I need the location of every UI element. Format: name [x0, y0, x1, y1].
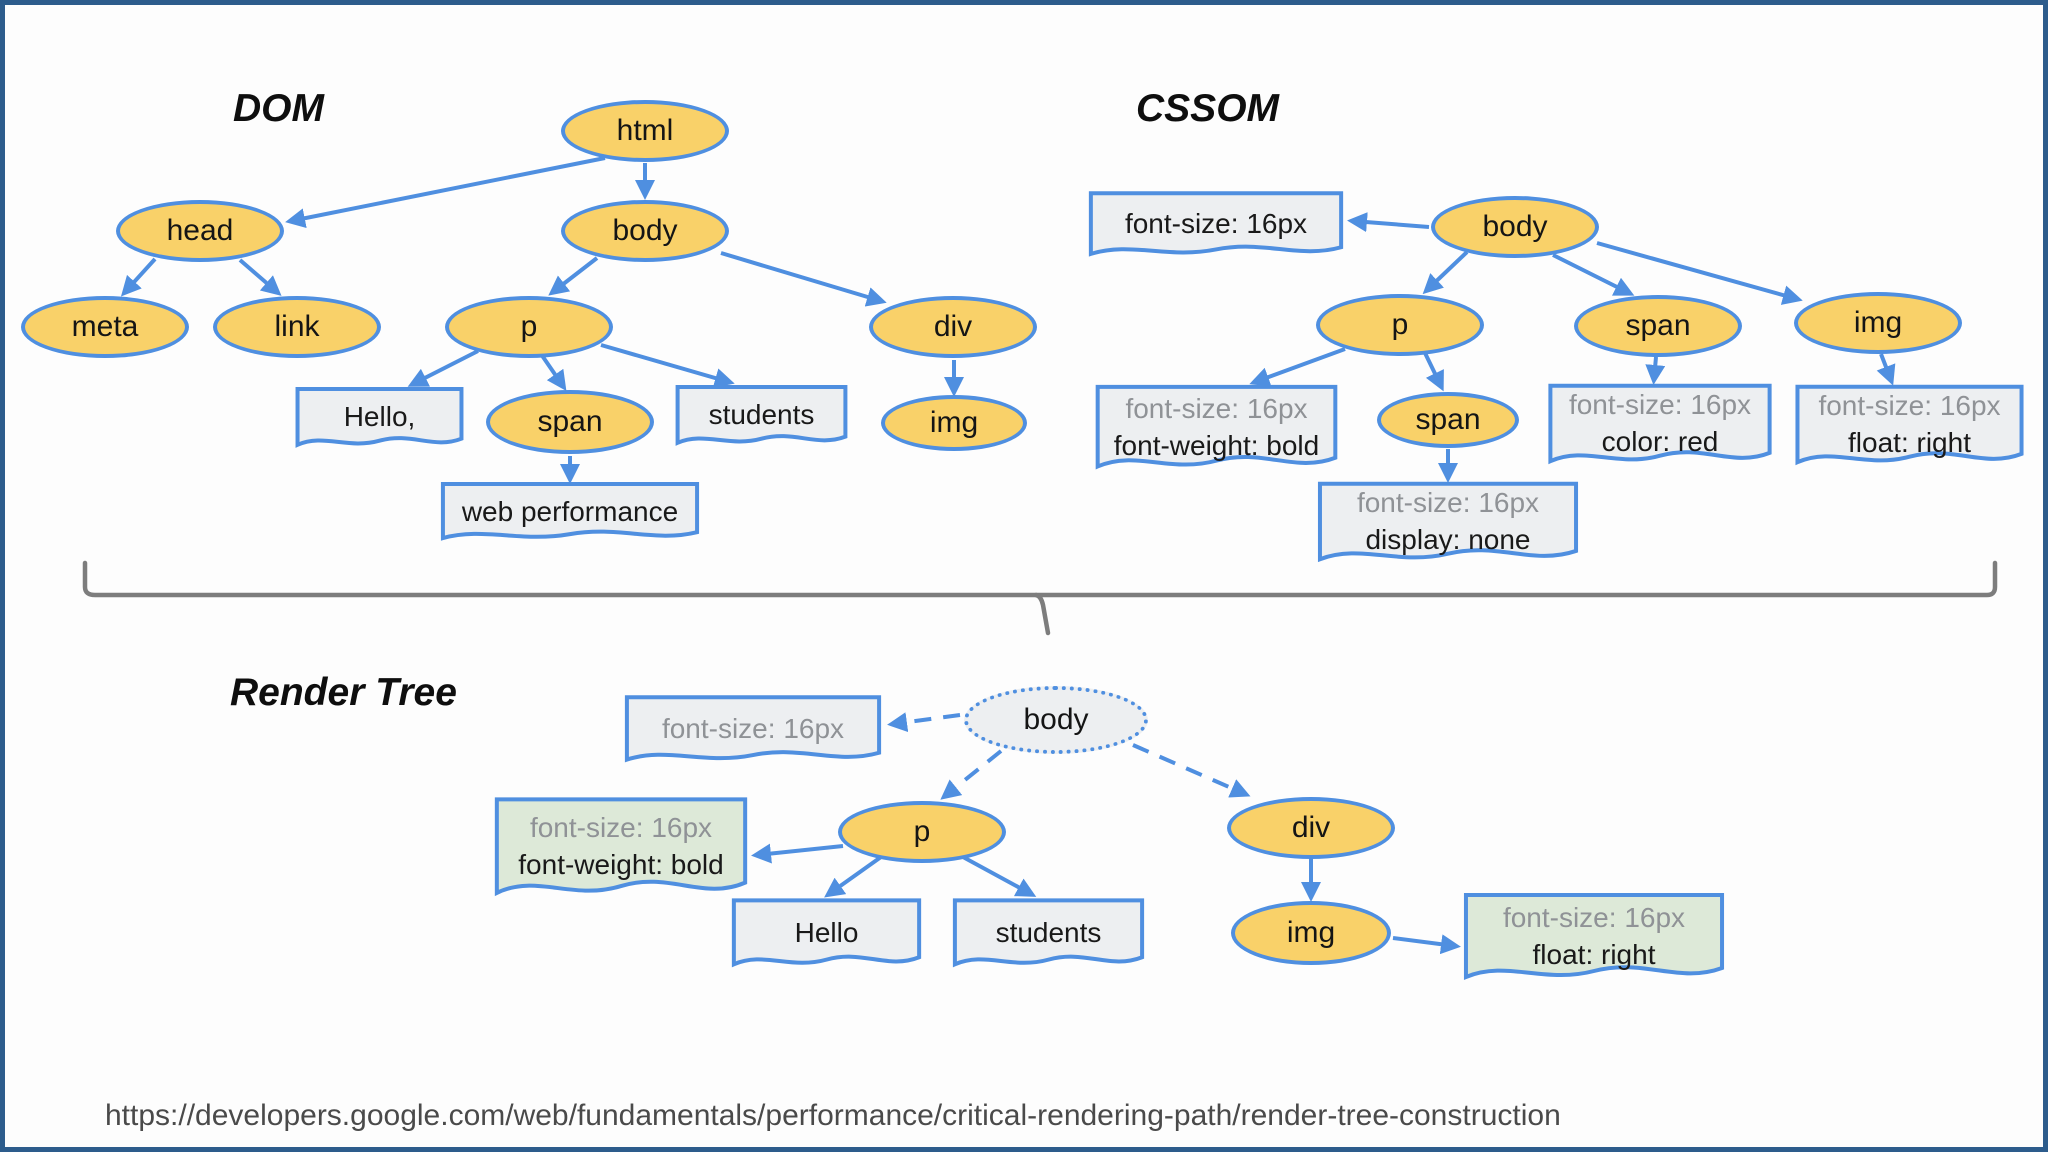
rule-line: float: right	[1532, 939, 1656, 970]
edge-cssom-p-rule	[1249, 347, 1346, 387]
rule-line: font-size: 16px	[1356, 487, 1540, 519]
dom-node-span: span	[486, 390, 654, 454]
note-shape	[1547, 383, 1773, 475]
edge-cssom-img-rule	[1876, 353, 1896, 386]
dom-node-p: p	[445, 296, 613, 358]
edge-p-span	[539, 352, 567, 391]
note-text: Hello	[794, 916, 859, 948]
render-rule-p: font-size: 16px font-weight: bold	[493, 796, 749, 910]
note-shape	[675, 385, 848, 453]
rule-line: font-size: 16px	[529, 812, 713, 844]
rule-line: font-size: 16px	[1818, 390, 2001, 422]
render-tree-title: Render Tree	[230, 671, 457, 714]
note-shape	[952, 898, 1145, 976]
dom-text-students: students	[675, 385, 848, 453]
edge-head-meta	[120, 257, 157, 297]
dom-node-body: body	[561, 200, 729, 262]
dom-node-meta: meta	[21, 296, 189, 358]
note-text: web performance	[461, 495, 679, 527]
dom-node-head: head	[116, 200, 284, 262]
edge-rt-img-rule	[1392, 934, 1461, 955]
render-node-body: body	[964, 686, 1148, 754]
cssom-rule-span-child: font-size: 16px display: none	[1316, 481, 1580, 573]
brace-tail	[1033, 592, 1051, 636]
rule-line: font-size: 16px	[1502, 902, 1686, 933]
edge-p-students	[600, 343, 735, 388]
render-rule-body: font-size: 16px	[623, 695, 883, 771]
cssom-node-p: p	[1316, 294, 1484, 356]
rule-line: font-size: 16px	[1568, 389, 1752, 421]
cssom-title: CSSOM	[1136, 87, 1280, 130]
edge-cssom-body-span	[1552, 253, 1635, 296]
cssom-node-span: span	[1574, 295, 1742, 357]
dom-text-web-performance: web performance	[439, 482, 701, 548]
edge-p-hello	[407, 349, 479, 387]
dom-node-img: img	[881, 395, 1027, 451]
note-shape	[623, 695, 883, 771]
cssom-rule-p: font-size: 16px font-weight: bold	[1094, 384, 1339, 481]
edge-rt-p-hello	[824, 855, 883, 898]
edge-cssom-body-img	[1596, 241, 1803, 305]
dom-node-link: link	[213, 296, 381, 358]
dom-node-div: div	[869, 296, 1037, 358]
note-shape	[439, 482, 701, 548]
cssom-rule-span: font-size: 16px color: red	[1547, 383, 1773, 475]
rule-line: font-size: 16px	[661, 712, 845, 744]
note-shape	[493, 796, 749, 910]
note-shape	[1094, 384, 1339, 481]
edge-rt-p-rule	[751, 843, 844, 864]
render-text-students: students	[952, 898, 1145, 976]
source-url: https://developers.google.com/web/fundam…	[105, 1099, 1561, 1132]
edge-body-div	[720, 251, 887, 307]
render-text-hello: Hello	[731, 898, 922, 976]
edge-rt-p-students	[962, 855, 1037, 897]
edge-cssom-p-spanchild	[1423, 352, 1444, 392]
note-shape	[731, 898, 922, 976]
rule-line: font-weight: bold	[518, 849, 724, 881]
cssom-node-img: img	[1794, 292, 1962, 354]
rule-line: display: none	[1365, 524, 1531, 556]
cssom-rule-body: font-size: 16px	[1087, 191, 1345, 265]
note-shape	[295, 387, 464, 455]
rule-line: font-size: 16px	[1124, 208, 1308, 240]
rule-line: float: right	[1848, 427, 1971, 459]
edge-rt-body-div	[1132, 743, 1251, 798]
note-shape	[1794, 384, 2025, 476]
render-node-img: img	[1231, 901, 1391, 965]
note-shape	[1087, 191, 1345, 265]
cssom-node-body: body	[1431, 196, 1599, 258]
render-rule-img: font-size: 16px float: right	[1462, 892, 1726, 992]
render-node-p: p	[838, 801, 1006, 863]
note-text: Hello,	[343, 401, 416, 433]
rule-line: font-size: 16px	[1125, 392, 1308, 424]
edge-rt-body-p	[940, 749, 1003, 800]
dom-node-html: html	[561, 100, 729, 162]
dom-title: DOM	[233, 87, 324, 130]
cssom-rule-img: font-size: 16px float: right	[1794, 384, 2025, 476]
cssom-node-span-child: span	[1377, 392, 1519, 448]
render-node-div: div	[1227, 797, 1395, 859]
edge-body-p	[548, 256, 599, 296]
rule-line: font-weight: bold	[1113, 429, 1320, 461]
edges-layer	[82, 156, 1998, 955]
dom-text-hello: Hello,	[295, 387, 464, 455]
edge-cssom-body-p	[1422, 250, 1469, 295]
edge-rt-body-rule	[887, 712, 961, 733]
note-shape	[1462, 892, 1726, 992]
edge-cssom-span-rule	[1645, 356, 1666, 385]
rule-line: color: red	[1601, 426, 1719, 458]
brace	[82, 560, 1998, 598]
note-text: students	[995, 916, 1102, 948]
edge-cssom-body-rule	[1347, 212, 1430, 233]
note-shape	[1316, 481, 1580, 573]
note-text: students	[708, 399, 815, 431]
edge-html-head	[285, 156, 606, 229]
edge-head-link	[238, 258, 282, 296]
